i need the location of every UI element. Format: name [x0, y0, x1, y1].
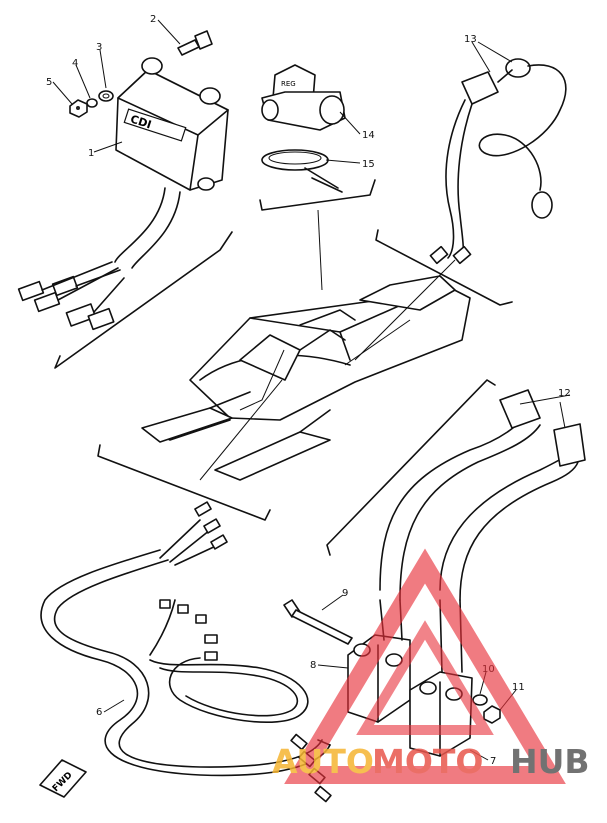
watermark-word-hub: HUB	[510, 742, 590, 781]
regulator-label: REG	[281, 80, 296, 88]
watermark-word-moto: MOTO	[372, 742, 483, 781]
washer-4	[86, 98, 98, 108]
callout-13: 13	[464, 34, 477, 45]
bolt-9	[283, 599, 353, 645]
cdi-unit: CDI	[17, 57, 229, 331]
callout-3: 3	[96, 42, 102, 53]
callout-11: 11	[512, 682, 525, 693]
regulator-unit: REG	[261, 64, 346, 131]
leader-lines	[199, 209, 456, 481]
callout-4: 4	[72, 58, 78, 69]
callout-12: 12	[558, 388, 571, 399]
clamp-band	[261, 149, 343, 193]
callout-5: 5	[46, 77, 52, 88]
washer-3	[98, 90, 114, 102]
cdi-label: CDI	[129, 113, 153, 132]
watermark-logo: AUTO MOTO HUB	[272, 548, 590, 784]
callout-7: 7	[490, 756, 496, 767]
ignition-leads	[379, 389, 586, 601]
nut-11	[483, 705, 501, 724]
watermark-word-auto: AUTO	[272, 742, 374, 781]
callout-2: 2	[150, 14, 156, 25]
callout-15: 15	[362, 159, 375, 170]
watermark-triangle-icon	[284, 548, 566, 784]
callout-14: 14	[362, 130, 375, 141]
cdi-connectors	[17, 261, 125, 331]
callout-9: 9	[342, 588, 348, 599]
washer-10	[472, 694, 488, 706]
switch-harness	[429, 58, 567, 265]
bolt-2	[177, 30, 213, 56]
callout-leaders	[52, 19, 571, 761]
nut-5	[69, 99, 88, 118]
group-brackets	[54, 179, 513, 556]
callout-8: 8	[310, 660, 316, 671]
callout-1: 1	[88, 148, 94, 159]
fwd-arrow: FWD	[39, 759, 87, 798]
callout-6: 6	[96, 707, 102, 718]
